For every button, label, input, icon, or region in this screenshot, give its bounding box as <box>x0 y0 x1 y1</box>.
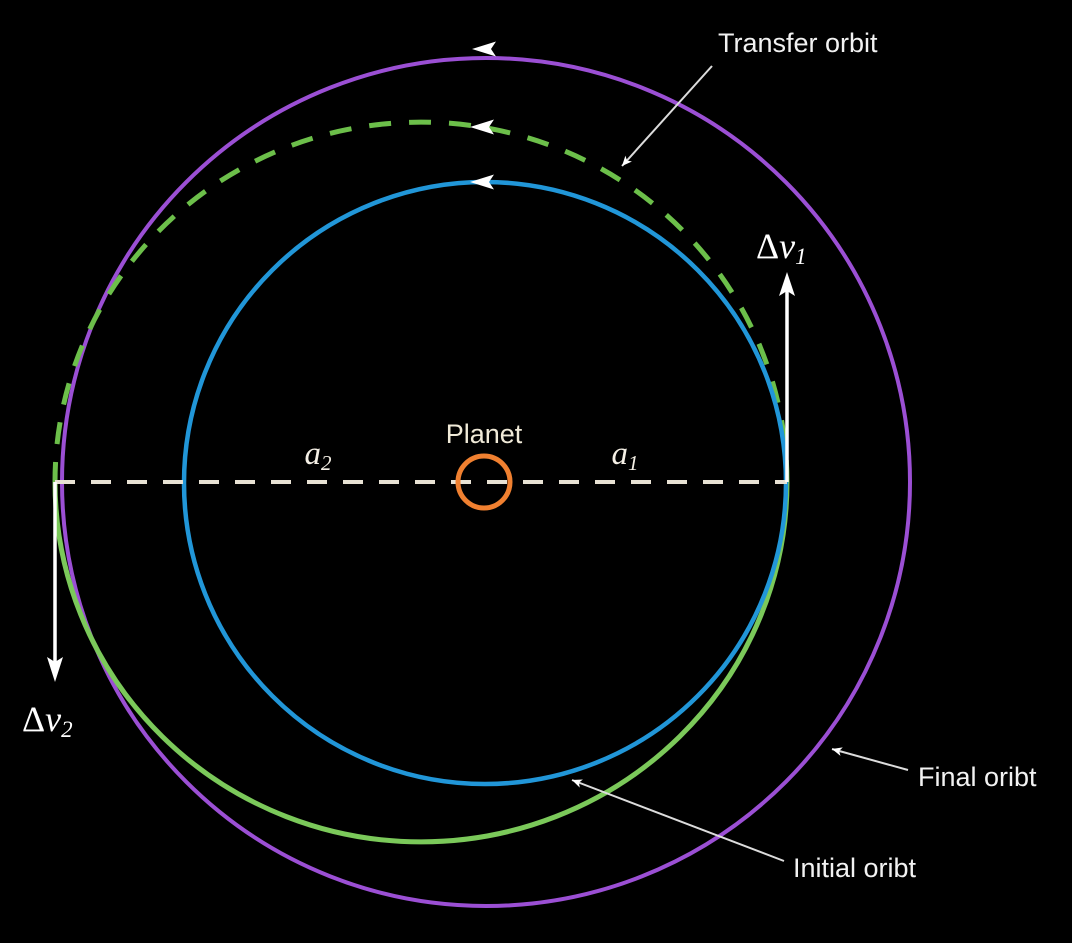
semi-major-a1-label: a1 <box>612 436 639 475</box>
final-orbit-label: Final oribt <box>918 762 1037 792</box>
transfer-orbit-label: Transfer orbit <box>718 28 878 58</box>
transfer-orbit-solid-half <box>52 481 790 845</box>
final-orbit-callout-line <box>831 747 909 771</box>
delta-v1-arrow-head <box>779 272 795 296</box>
delta-v2-arrow-head <box>47 657 63 682</box>
direction-marker-initial-orbit <box>470 174 494 190</box>
transfer-orbit-callout-line <box>621 65 713 167</box>
planet-label: Planet <box>446 419 523 449</box>
semi-major-a2-label: a2 <box>305 436 333 475</box>
initial-orbit-label: Initial oribt <box>793 853 917 883</box>
initial-orbit-callout-line <box>571 779 785 862</box>
planet-body-icon <box>455 453 513 511</box>
delta-v2-label: Δv2 <box>22 699 73 742</box>
delta-v1-label: Δv1 <box>756 226 807 269</box>
transfer-orbit-dashed-half <box>52 119 790 483</box>
direction-marker-final-orbit <box>472 41 496 57</box>
direction-marker-transfer-orbit <box>470 119 494 135</box>
